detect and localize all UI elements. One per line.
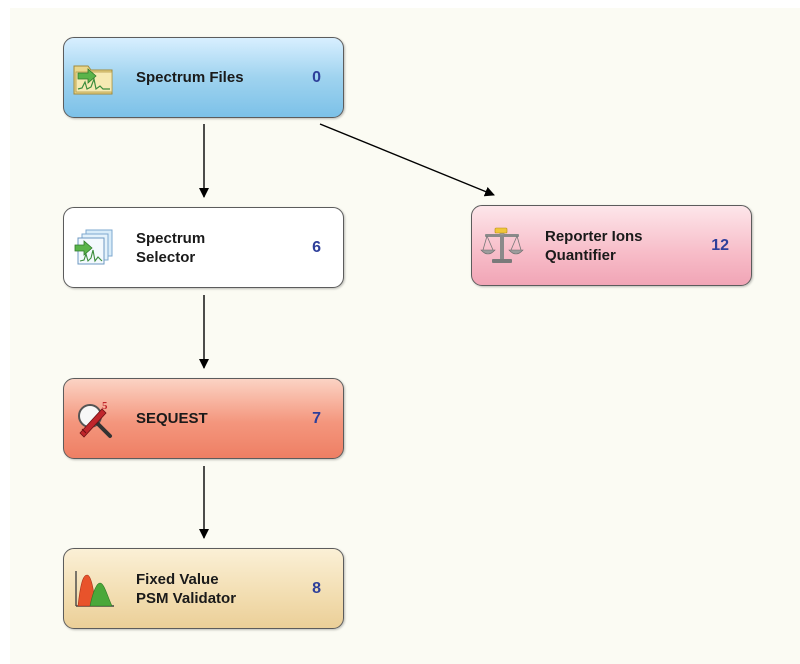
spectrum-files-node[interactable]: Spectrum Files 0 xyxy=(63,37,344,118)
fixed-value-psm-validator-label: Fixed Value PSM Validator xyxy=(136,549,236,628)
spectrum-selector-label: Spectrum Selector xyxy=(136,208,205,287)
spectrum-files-count: 0 xyxy=(312,68,321,86)
spectrum-files-label: Spectrum Files xyxy=(136,38,244,117)
spectrum-selector-node[interactable]: Spectrum Selector 6 xyxy=(63,207,344,288)
distribution-curves-icon xyxy=(72,569,116,609)
stacked-spectra-icon xyxy=(72,228,116,268)
sequest-tool-icon: 5 xyxy=(72,399,116,439)
label-line: Quantifier xyxy=(545,246,616,264)
sequest-label: SEQUEST xyxy=(136,379,208,458)
reporter-ions-quantifier-count: 12 xyxy=(711,236,729,254)
svg-text:5: 5 xyxy=(102,400,108,412)
fixed-value-psm-validator-count: 8 xyxy=(312,579,321,597)
label-line: Fixed Value xyxy=(136,570,219,588)
sequest-count: 7 xyxy=(312,409,321,427)
label-line: SEQUEST xyxy=(136,410,208,427)
label-line: Spectrum Files xyxy=(136,69,244,86)
spectrum-selector-count: 6 xyxy=(312,238,321,256)
fixed-value-psm-validator-node[interactable]: Fixed Value PSM Validator 8 xyxy=(63,548,344,629)
folder-spectrum-icon xyxy=(72,58,116,98)
label-line: Spectrum xyxy=(136,229,206,247)
label-line: Reporter Ions xyxy=(545,227,643,245)
label-line: Selector xyxy=(136,248,196,266)
label-line: PSM Validator xyxy=(136,589,237,607)
reporter-ions-quantifier-node[interactable]: Reporter Ions Quantifier 12 xyxy=(471,205,752,286)
balance-scale-icon xyxy=(480,226,524,266)
sequest-node[interactable]: 5 SEQUEST 7 xyxy=(63,378,344,459)
reporter-ions-quantifier-label: Reporter Ions Quantifier xyxy=(545,206,643,285)
